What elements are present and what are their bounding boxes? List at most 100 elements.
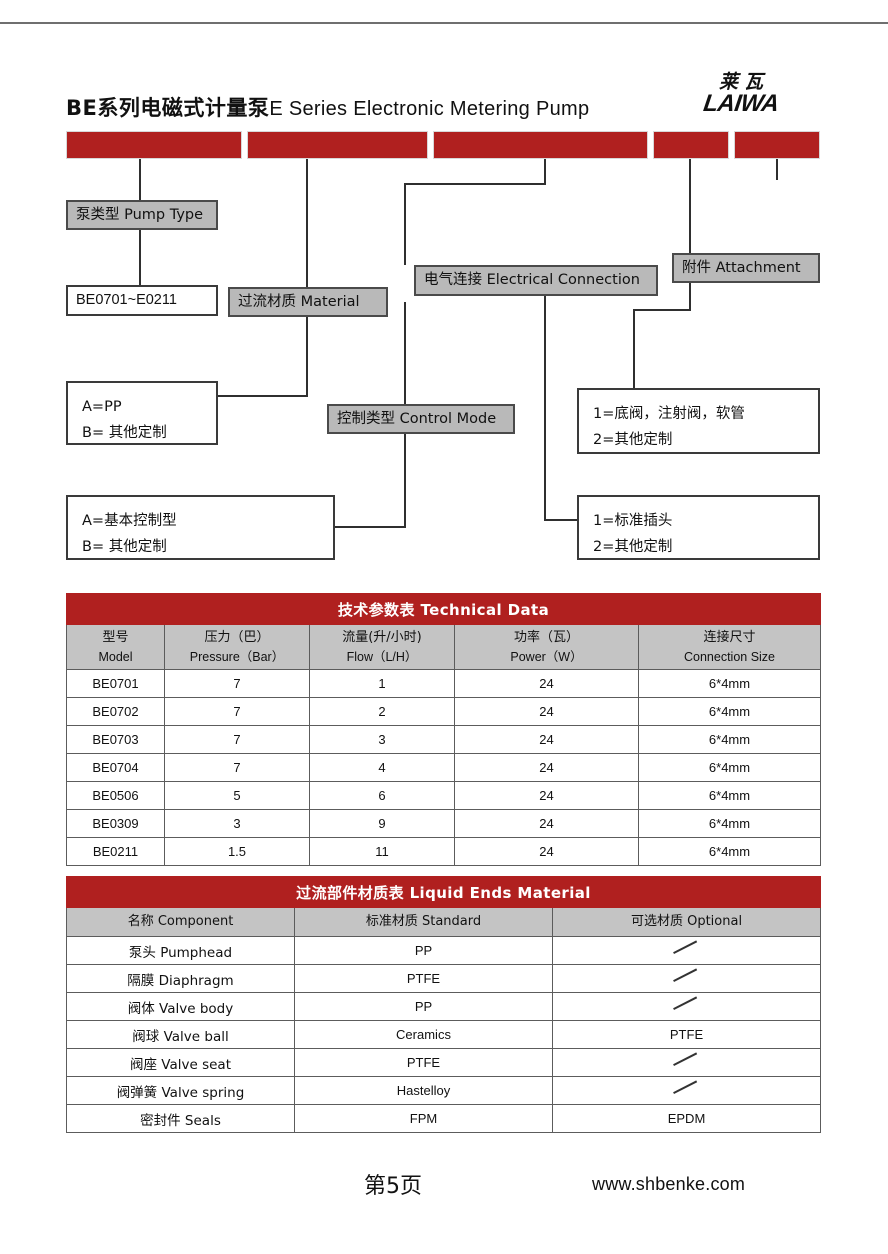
col-header-model: 型号 Model (66, 624, 165, 670)
table-cell: 6*4mm (637, 669, 822, 698)
table-cell: FPM (294, 1104, 553, 1133)
table-cell: PP (294, 936, 553, 965)
company-logo: 莱瓦 LAIWA (686, 72, 796, 124)
slash-icon (674, 999, 700, 1011)
node-electrical-connection-label: 电气连接 Electrical Connection (424, 272, 640, 289)
title-english: E Series Electronic Metering Pump (269, 98, 590, 120)
table-cell: BE0506 (66, 781, 165, 810)
technical-data-title: 技术参数表 Technical Data (65, 593, 822, 625)
node-electrical-option-2: 2=其他定制 (593, 539, 673, 556)
code-bar-segment-1 (66, 131, 242, 159)
table-cell: 4 (309, 753, 455, 782)
node-control-mode-label: 控制类型 Control Mode (337, 410, 497, 427)
col-header-connection-cn: 连接尺寸 (703, 630, 756, 646)
table-cell: 密封件 Seals (66, 1104, 295, 1133)
table-cell: 5 (164, 781, 310, 810)
slash-icon (674, 1083, 700, 1095)
node-control-mode-option-1: A=基本控制型 (82, 513, 177, 529)
col-header-flow-en: Flow（L/H） (346, 649, 418, 664)
table-cell: 24 (454, 753, 639, 782)
col-header-power-cn: 功率（瓦） (513, 630, 579, 646)
node-electrical-options: 1=标准插头 2=其他定制 (577, 495, 820, 560)
table-cell: 2 (309, 697, 455, 726)
table-cell: 阀球 Valve ball (66, 1020, 295, 1049)
table-cell: 3 (309, 725, 455, 754)
col-header-connection: 连接尺寸 Connection Size (637, 624, 822, 670)
diagram-connectors (138, 159, 779, 529)
table-cell (551, 1076, 822, 1105)
table-cell: 11 (309, 837, 455, 866)
table-cell: 24 (454, 837, 639, 866)
table-cell: 6*4mm (637, 725, 822, 754)
col-header-component: 名称 Component (66, 907, 295, 937)
node-pump-type-value: BE0701~E0211 (66, 285, 218, 316)
page-number: 第5页 (364, 1174, 422, 1199)
table-cell: 1.5 (164, 837, 310, 866)
node-attachment-option-1: 1=底阀，注射阀，软管 (593, 406, 745, 422)
table-cell: 阀座 Valve seat (66, 1048, 295, 1077)
table-cell: 泵头 Pumphead (66, 936, 295, 965)
technical-data-header-row: 型号 Model 压力（巴） Pressure（Bar） 流量(升/小时) Fl… (66, 624, 822, 670)
table-cell: 6 (309, 781, 455, 810)
col-header-model-cn: 型号 (102, 630, 129, 646)
table-cell: 7 (164, 725, 310, 754)
table-cell: BE0702 (66, 697, 165, 726)
code-bar-segment-4 (653, 131, 729, 159)
node-material: 过流材质 Material (228, 287, 388, 317)
table-cell: PTFE (294, 1048, 553, 1077)
table-cell: 1 (309, 669, 455, 698)
table-cell: 7 (164, 669, 310, 698)
slash-icon (674, 1055, 700, 1067)
col-header-pressure-en: Pressure（Bar） (189, 649, 285, 664)
liquid-ends-material-table: 过流部件材质表 Liquid Ends Material 名称 Componen… (65, 876, 822, 1133)
table-cell: PP (294, 992, 553, 1021)
node-attachment-options: 1=底阀，注射阀，软管 2=其他定制 (577, 388, 820, 454)
col-header-connection-en: Connection Size (683, 649, 776, 664)
table-cell: 7 (164, 697, 310, 726)
node-attachment-label: 附件 Attachment (682, 259, 801, 276)
table-cell: 24 (454, 669, 639, 698)
table-cell (551, 1048, 822, 1077)
code-bar-segment-3 (433, 131, 648, 159)
col-header-pressure-cn: 压力（巴） (204, 630, 270, 646)
table-cell: 6*4mm (637, 697, 822, 726)
document-header: BE系列电磁式计量泵E Series Electronic Metering P… (66, 92, 826, 128)
node-control-mode-options: A=基本控制型 B= 其他定制 (66, 495, 335, 560)
table-cell: 阀弹簧 Valve spring (66, 1076, 295, 1105)
table-cell: BE0703 (66, 725, 165, 754)
node-attachment: 附件 Attachment (672, 253, 820, 283)
node-control-mode: 控制类型 Control Mode (327, 404, 515, 434)
table-cell: 24 (454, 725, 639, 754)
table-cell: 6*4mm (637, 809, 822, 838)
table-cell: 24 (454, 781, 639, 810)
table-cell: Hastelloy (294, 1076, 553, 1105)
node-pump-type-value-label: BE0701~E0211 (76, 292, 177, 309)
node-attachment-option-2: 2=其他定制 (593, 432, 673, 449)
node-electrical-connection: 电气连接 Electrical Connection (414, 265, 658, 296)
material-table-title: 过流部件材质表 Liquid Ends Material (65, 876, 822, 908)
table-cell: 6*4mm (637, 753, 822, 782)
title-chinese: BE系列电磁式计量泵 (66, 96, 270, 120)
slash-icon (674, 943, 700, 955)
table-cell: BE0701 (66, 669, 165, 698)
col-header-flow: 流量(升/小时) Flow（L/H） (309, 624, 455, 670)
table-cell: BE0211 (66, 837, 165, 866)
node-material-label: 过流材质 Material (238, 293, 360, 310)
node-material-options: A=PP B= 其他定制 (66, 381, 218, 445)
node-material-option-1: A=PP (82, 399, 122, 415)
logo-chinese-text: 莱瓦 (718, 71, 769, 93)
node-pump-type: 泵类型 Pump Type (66, 200, 218, 230)
col-header-power: 功率（瓦） Power（W） (454, 624, 639, 670)
table-cell: 6*4mm (637, 781, 822, 810)
node-electrical-option-1: 1=标准插头 (593, 513, 673, 529)
